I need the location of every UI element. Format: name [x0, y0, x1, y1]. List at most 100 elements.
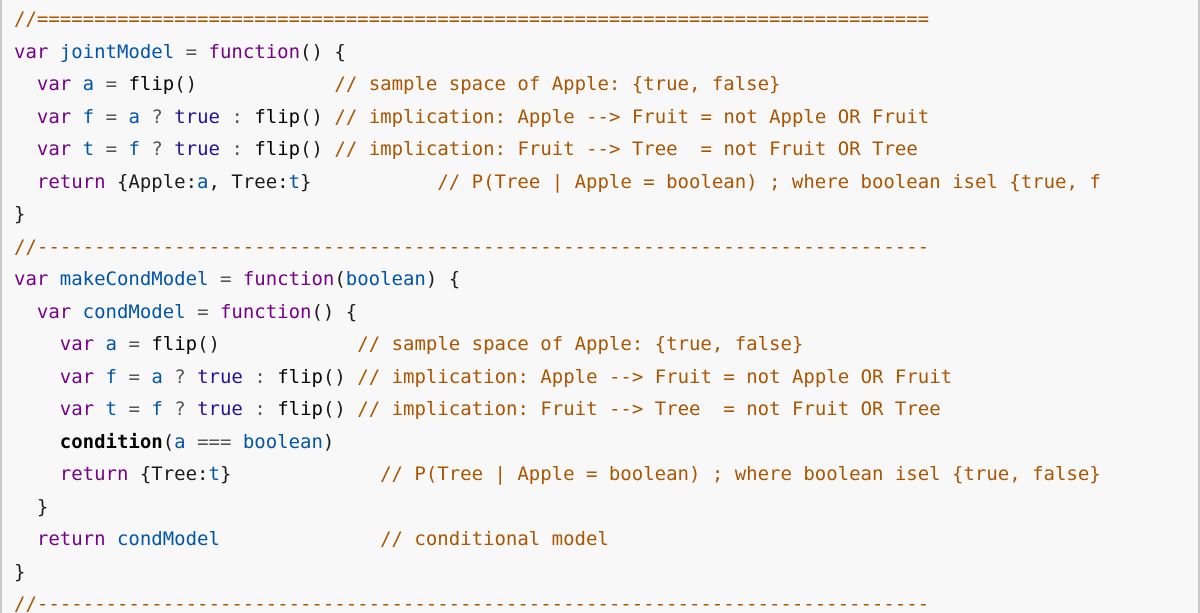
code-token-var: a	[197, 170, 209, 193]
code-token-punct: }	[219, 463, 381, 485]
code-token-def: makeCondModel	[59, 268, 209, 290]
code-line[interactable]: }	[14, 491, 1101, 524]
code-token-cmt: //--------------------------------------…	[14, 593, 930, 613]
code-token-fn: flip	[277, 365, 323, 388]
code-token-cmt: // implication: Fruit --> Tree = not Fru…	[334, 138, 918, 160]
code-token-kw: var	[59, 398, 95, 420]
code-content[interactable]: //======================================…	[14, 3, 1101, 613]
code-line[interactable]: var a = flip() // sample space of Apple:…	[14, 328, 1101, 361]
code-token-punct	[14, 138, 37, 160]
code-token-kw: var	[59, 365, 95, 388]
code-token-op: :	[242, 365, 278, 388]
code-line[interactable]: var f = a ? true : flip() // implication…	[14, 101, 1101, 134]
code-token-punct: ()	[174, 73, 335, 95]
code-token-cmt: // implication: Apple --> Fruit = not Ap…	[334, 105, 930, 128]
code-token-var: boolean	[242, 430, 323, 453]
code-token-fn: flip	[151, 333, 198, 355]
code-line[interactable]: var condModel = function() {	[14, 296, 1101, 329]
code-token-punct	[14, 463, 60, 485]
code-token-punct: (	[162, 430, 175, 453]
code-token-punct	[14, 171, 37, 193]
code-token-punct: () {	[300, 40, 346, 63]
code-token-kw: return	[59, 463, 129, 485]
code-token-punct: (	[334, 268, 346, 290]
code-token-punct: }	[14, 495, 49, 518]
code-line[interactable]: //======================================…	[14, 3, 1101, 36]
code-token-var: condModel	[116, 528, 220, 550]
code-token-op: =	[117, 365, 152, 388]
code-token-punct	[94, 366, 105, 388]
code-token-op: ?	[162, 365, 198, 388]
code-token-punct	[94, 398, 105, 420]
code-line[interactable]: condition(a === boolean)	[14, 426, 1101, 459]
code-token-kw: var	[14, 268, 49, 290]
code-token-cmt: // sample space of Apple: {true, false}	[357, 333, 804, 355]
code-token-punct: ()	[322, 365, 358, 388]
code-token-bold: condition	[59, 430, 163, 453]
code-token-punct: ) {	[425, 268, 461, 290]
code-token-op: =	[208, 268, 243, 290]
code-token-atom: true	[174, 138, 220, 160]
code-token-punct	[14, 73, 37, 95]
code-token-def: a	[82, 73, 95, 95]
code-token-punct: }	[14, 560, 26, 583]
code-token-punct	[14, 366, 60, 388]
code-line[interactable]: //--------------------------------------…	[14, 588, 1101, 613]
code-token-kw: function	[219, 300, 312, 323]
code-token-punct	[14, 528, 37, 550]
code-line[interactable]: var t = f ? true : flip() // implication…	[14, 133, 1101, 166]
code-token-cmt: // sample space of Apple: {true, false}	[334, 73, 781, 95]
code-token-punct	[14, 106, 37, 128]
code-token-fn: flip	[254, 138, 301, 160]
code-token-def: f	[82, 105, 95, 128]
code-token-var: t	[208, 463, 220, 485]
code-line[interactable]: var a = flip() // sample space of Apple:…	[14, 68, 1101, 101]
code-token-punct: {Tree:	[128, 463, 209, 485]
code-token-var: a	[174, 430, 186, 453]
code-line[interactable]: }	[14, 556, 1101, 589]
code-token-punct: }	[300, 170, 438, 193]
code-token-kw: function	[208, 40, 301, 63]
code-token-punct: () {	[311, 300, 358, 323]
code-token-atom: true	[197, 365, 243, 388]
code-token-cmt: //--------------------------------------…	[14, 235, 930, 258]
code-token-op: =	[185, 300, 220, 323]
code-token-op: :	[220, 105, 255, 128]
code-token-def: a	[105, 333, 117, 355]
code-line[interactable]: }	[14, 198, 1101, 231]
code-line[interactable]: return {Apple:a, Tree:t} // P(Tree | App…	[14, 166, 1101, 199]
code-line[interactable]: var t = f ? true : flip() // implication…	[14, 393, 1101, 426]
code-token-op: ?	[139, 138, 175, 160]
code-token-punct: ()	[197, 333, 358, 355]
code-token-def: condModel	[82, 300, 186, 323]
code-line[interactable]: var makeCondModel = function(boolean) {	[14, 263, 1101, 296]
code-line[interactable]: return {Tree:t} // P(Tree | Apple = bool…	[14, 458, 1101, 491]
code-line[interactable]: var jointModel = function() {	[14, 36, 1101, 69]
code-token-atom: true	[174, 105, 220, 128]
code-token-kw: var	[36, 105, 72, 128]
code-token-def: t	[105, 398, 117, 420]
code-token-var: a	[128, 105, 140, 128]
code-token-punct	[48, 41, 59, 63]
code-line[interactable]: //--------------------------------------…	[14, 231, 1101, 264]
code-token-punct: ()	[300, 105, 335, 128]
code-token-op: =	[94, 105, 129, 128]
code-line[interactable]: var f = a ? true : flip() // implication…	[14, 361, 1101, 394]
code-token-cmt: // P(Tree | Apple = boolean) ; where boo…	[437, 170, 1101, 193]
code-token-cmt: // implication: Apple --> Fruit = not Ap…	[357, 365, 953, 388]
code-line[interactable]: return condModel // conditional model	[14, 523, 1101, 556]
code-token-var: t	[288, 170, 301, 193]
code-token-var: f	[151, 398, 163, 420]
code-token-kw: var	[36, 300, 72, 323]
code-token-cmt: // P(Tree | Apple = boolean) ; where boo…	[380, 463, 1101, 485]
code-token-op: =	[117, 398, 152, 420]
code-token-punct: ()	[322, 398, 358, 420]
code-token-op: =	[174, 40, 209, 63]
code-token-punct	[220, 528, 380, 550]
code-token-op: :	[242, 398, 278, 420]
code-token-def: f	[105, 365, 117, 388]
code-token-punct: }	[14, 203, 26, 225]
code-token-punct	[71, 73, 82, 95]
code-token-def: boolean	[345, 268, 426, 290]
